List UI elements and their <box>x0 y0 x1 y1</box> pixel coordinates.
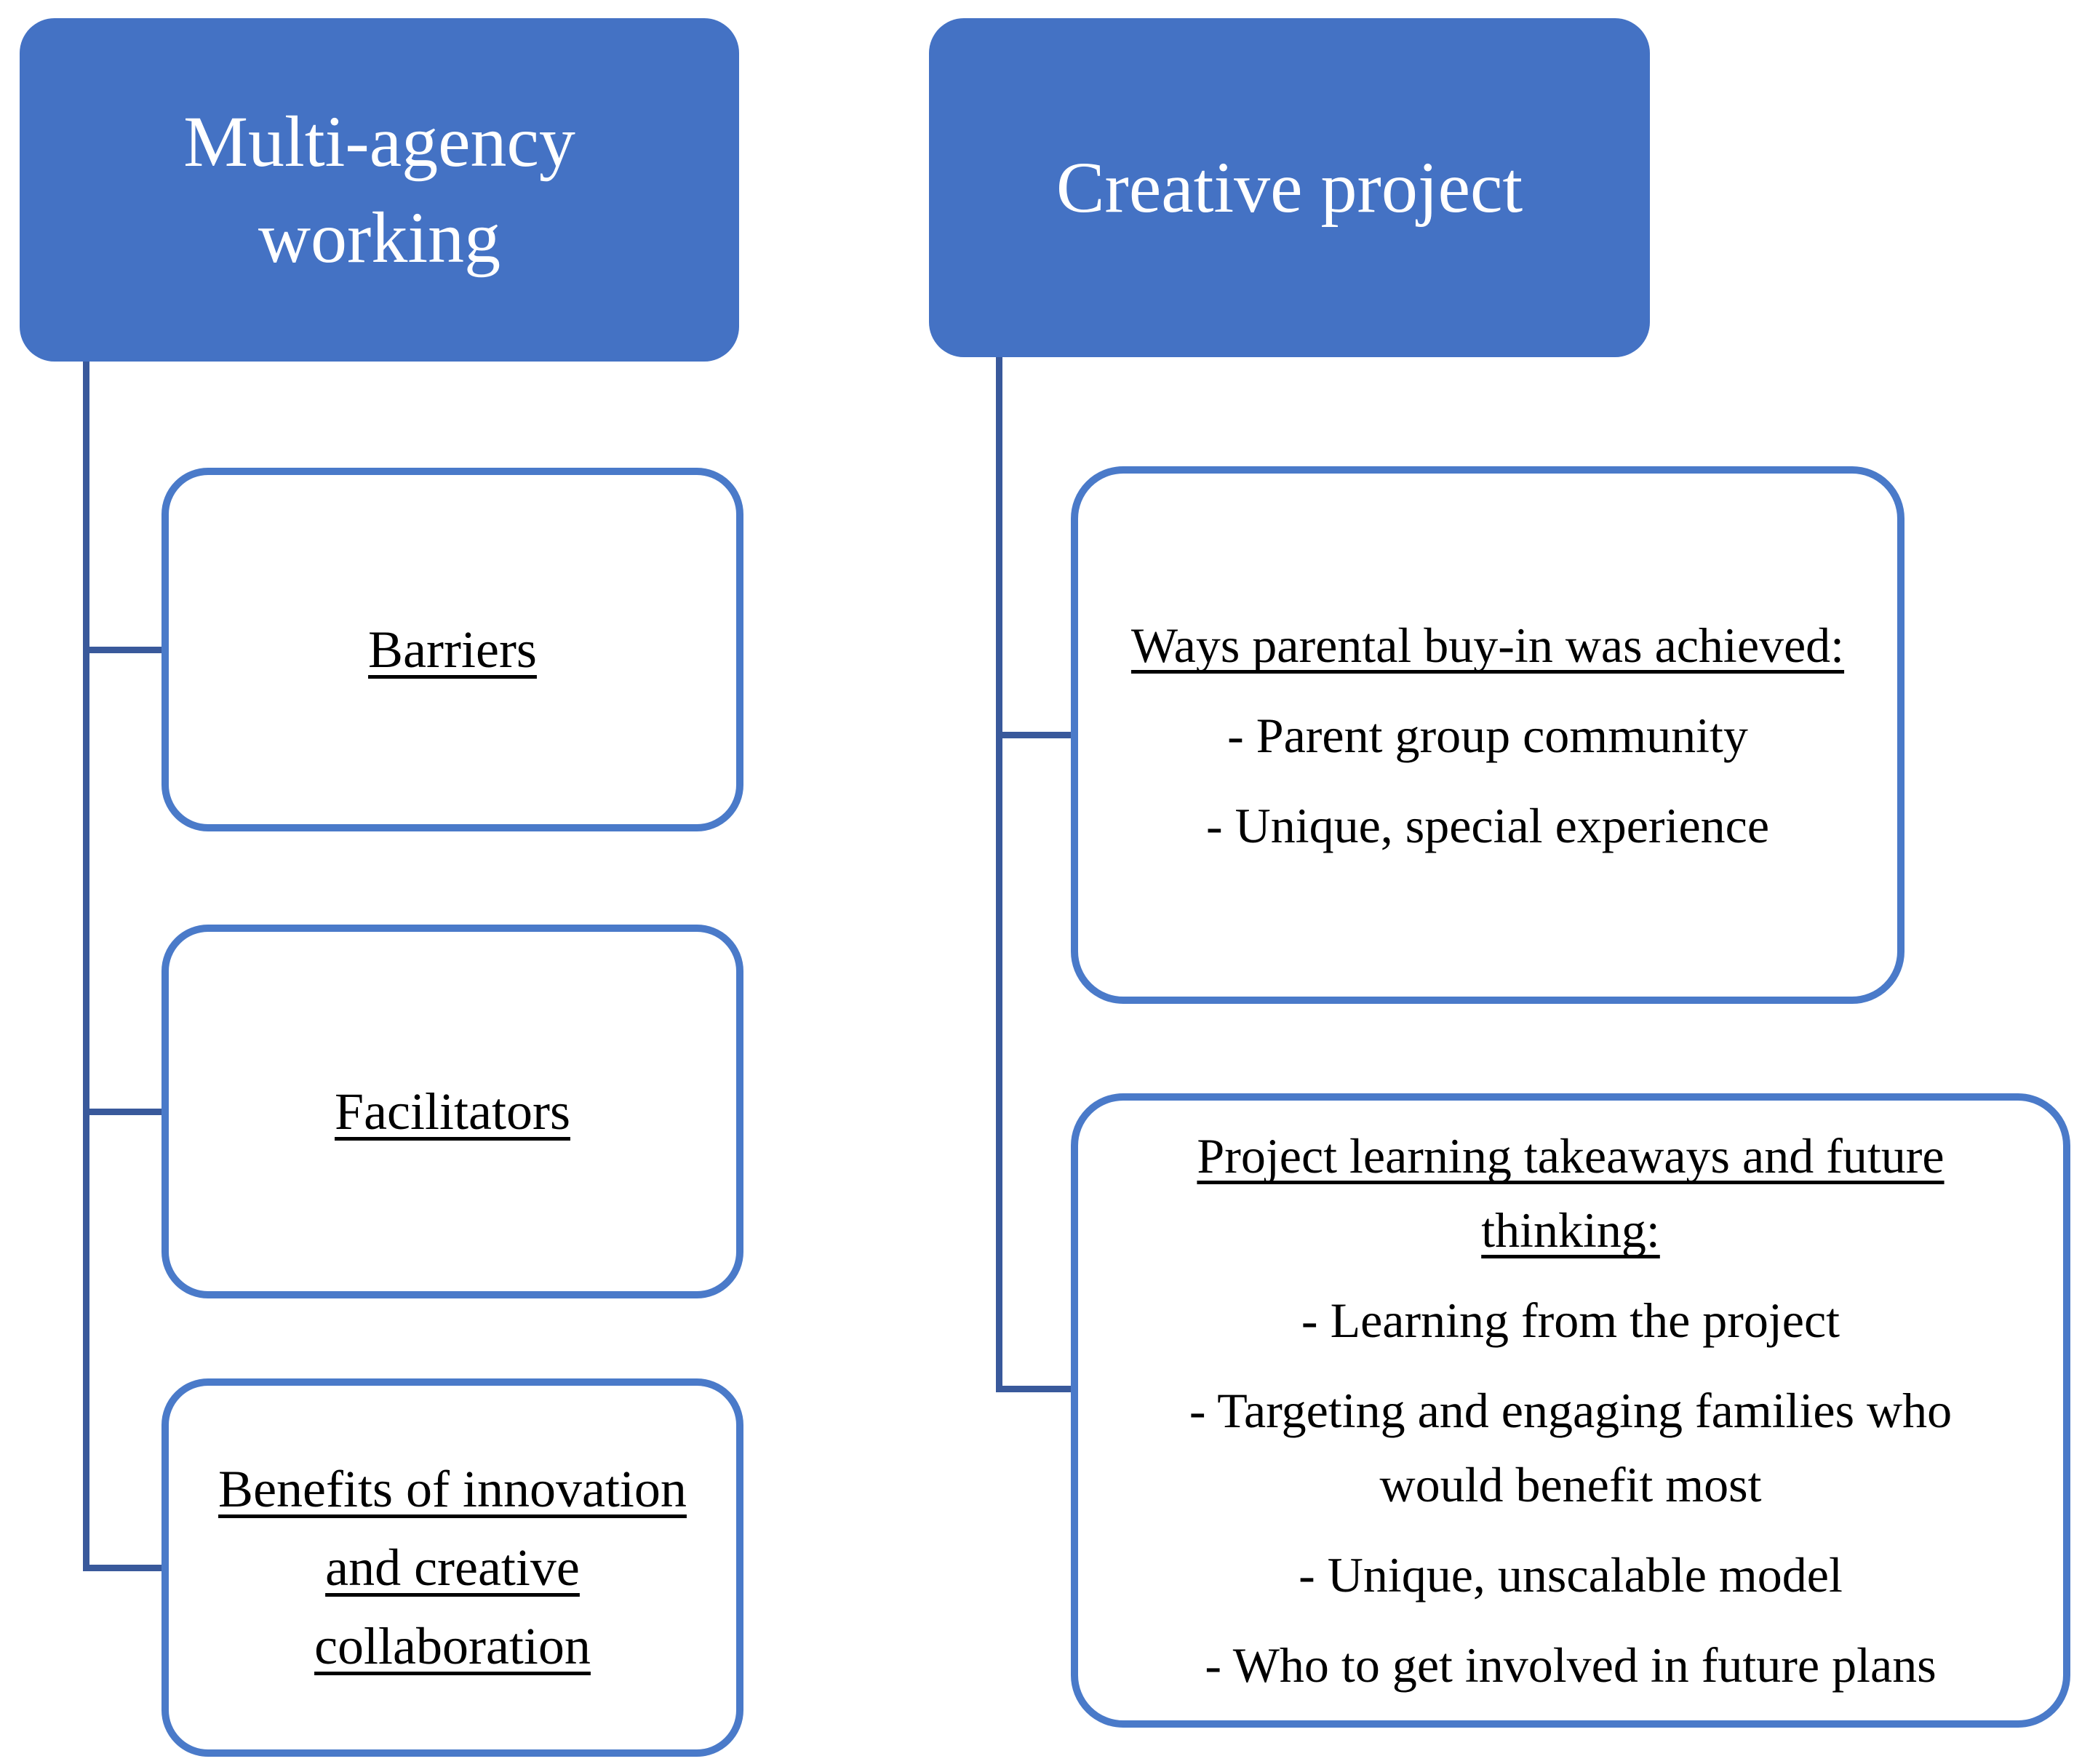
right-child-takeaways: Project learning takeaways and future th… <box>1071 1093 2070 1728</box>
takeaways-bullet: - Who to get involved in future plans <box>1205 1637 1937 1693</box>
barriers-heading: Barriers <box>368 620 537 679</box>
left-child-facilitators: Facilitators <box>161 925 743 1298</box>
right-root-title: Creative project <box>1056 147 1523 228</box>
facilitators-heading: Facilitators <box>335 1082 570 1141</box>
left-child-barriers: Barriers <box>161 468 743 831</box>
left-connector-stub-facilitators <box>83 1109 161 1115</box>
right-child-buyin: Ways parental buy-in was achieved: - Par… <box>1071 466 1904 1004</box>
left-tree-vertical-connector <box>83 362 89 1571</box>
buyin-heading: Ways parental buy-in was achieved: <box>1130 617 1845 673</box>
takeaways-bullet: - Targeting and engaging families who wo… <box>1189 1383 1953 1512</box>
right-root-node: Creative project <box>929 18 1650 357</box>
takeaways-bullet: - Unique, unscalable model <box>1299 1547 1843 1603</box>
benefits-heading: Benefits of innovation and creative coll… <box>218 1460 687 1675</box>
buyin-bullet: - Unique, special experience <box>1205 797 1770 853</box>
left-root-title: Multi-agency working <box>183 101 575 278</box>
left-child-benefits: Benefits of innovation and creative coll… <box>161 1378 743 1757</box>
takeaways-bullet: - Learning from the project <box>1301 1293 1840 1348</box>
takeaways-heading: Project learning takeaways and future th… <box>1197 1128 1945 1258</box>
left-connector-stub-barriers <box>83 647 161 653</box>
right-connector-stub-buyin <box>996 732 1077 738</box>
right-connector-stub-takeaways <box>996 1386 1071 1392</box>
left-connector-stub-benefits <box>83 1565 161 1571</box>
buyin-bullet: - Parent group community <box>1227 707 1748 763</box>
left-root-node: Multi-agency working <box>20 18 739 362</box>
right-tree-vertical-connector <box>996 357 1002 1392</box>
